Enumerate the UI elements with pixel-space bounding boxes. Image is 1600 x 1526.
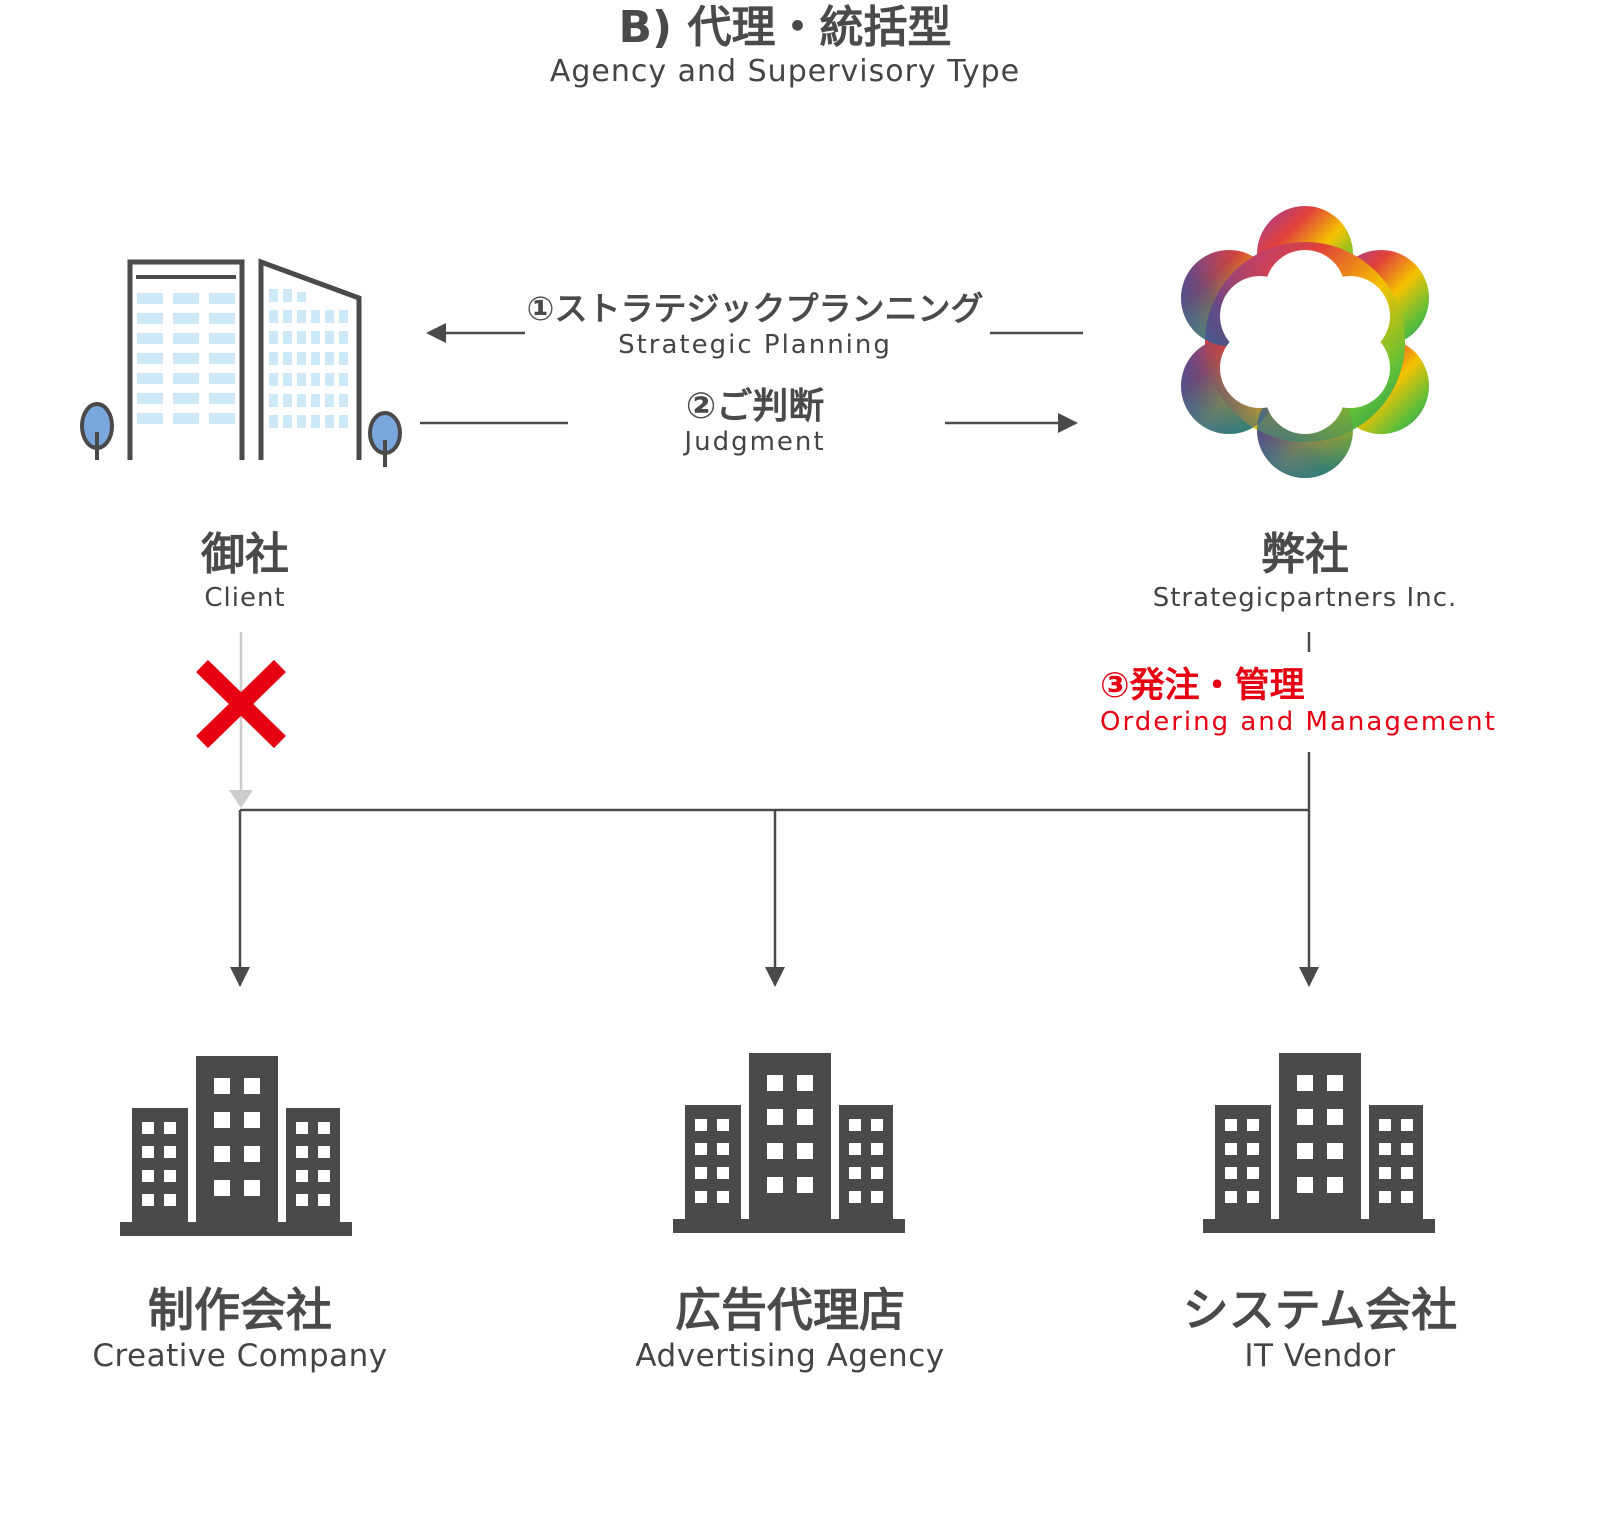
vendor-sublabel-advertising: Advertising Agency <box>635 1338 945 1374</box>
step-1-sublabel: Strategic Planning <box>618 330 892 360</box>
ordering-line <box>230 632 1319 987</box>
office-building-icon <box>80 258 402 467</box>
vendor-label-creative: 制作会社 <box>148 1283 332 1337</box>
step-2-sublabel: Judgment <box>684 427 826 457</box>
tree-icon <box>368 411 402 467</box>
diagram-subtitle: Agency and Supervisory Type <box>549 54 1021 89</box>
company-label: 弊社 <box>1261 529 1349 580</box>
vendor-sublabel-it: IT Vendor <box>1244 1338 1396 1374</box>
red-cross-icon <box>196 659 286 749</box>
step-2-label: ②ご判断 <box>685 386 825 427</box>
company-sublabel: Strategicpartners Inc. <box>1152 583 1458 613</box>
tree-icon <box>80 402 114 460</box>
building-icon <box>1203 1053 1435 1233</box>
step-3-sublabel: Ordering and Management <box>1100 707 1497 737</box>
diagram-title: B) 代理・統括型 <box>618 2 952 53</box>
building-icon <box>120 1056 352 1236</box>
vendor-label-advertising: 広告代理店 <box>675 1283 905 1337</box>
step-1-label: ①ストラテジックプランニング <box>526 289 984 328</box>
vendor-label-it: システム会社 <box>1182 1283 1458 1337</box>
client-sublabel: Client <box>204 583 286 613</box>
client-label: 御社 <box>201 529 289 580</box>
rainbow-flower-logo-icon <box>1181 206 1429 478</box>
building-icon <box>673 1053 905 1233</box>
step-3-label: ③発注・管理 <box>1100 666 1305 706</box>
vendor-sublabel-creative: Creative Company <box>92 1338 388 1374</box>
